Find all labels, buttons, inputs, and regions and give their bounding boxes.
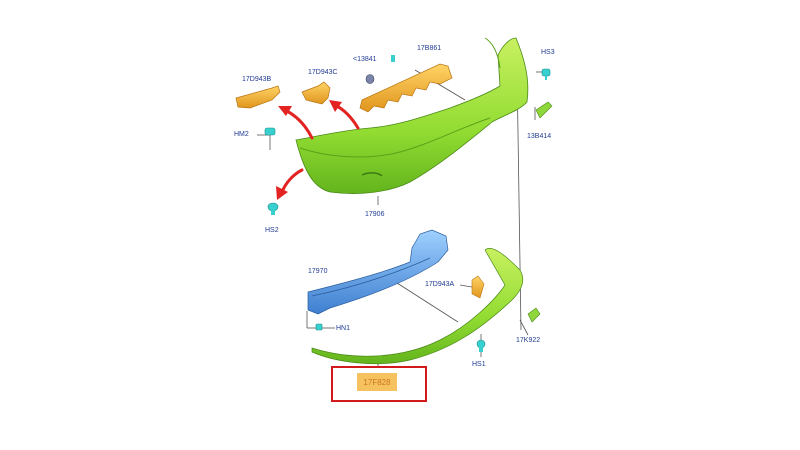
label-HS2: HS2 xyxy=(265,227,279,234)
lower-valance-17F828 xyxy=(311,248,524,365)
rear-bumper-cover xyxy=(295,37,529,194)
label-HS3: HS3 xyxy=(541,49,555,56)
bracket-17D943C xyxy=(301,81,331,105)
clip-HS2 xyxy=(267,202,279,215)
label-17D943B: 17D943B xyxy=(242,76,272,83)
label-17906: 17906 xyxy=(365,211,385,218)
part-17K922 xyxy=(527,307,541,323)
clip-13841 xyxy=(365,74,375,84)
label-HN1: HN1 xyxy=(336,325,351,332)
clip-HS3 xyxy=(541,68,551,80)
label-17B861: 17B861 xyxy=(417,45,442,52)
bracket-17D943A xyxy=(471,275,485,299)
label-HS1: HS1 xyxy=(472,361,486,368)
label-17D943A: 17D943A xyxy=(425,281,455,288)
label-13B414: 13B414 xyxy=(527,133,552,140)
bracket-17D943B xyxy=(235,85,281,109)
clip-HS1 xyxy=(476,339,486,352)
arrow-heads xyxy=(276,100,342,200)
label-17970: 17970 xyxy=(308,268,328,275)
label-13841: <13841 xyxy=(353,56,377,63)
label-17F828: 17F828 xyxy=(357,373,397,391)
label-HM2: HM2 xyxy=(234,131,249,138)
reflector-13B414 xyxy=(535,101,553,119)
bracket-17B861 xyxy=(359,63,453,113)
clip-HN1 xyxy=(315,323,323,331)
highlight-box xyxy=(331,366,427,402)
reinforcement-beam-17970 xyxy=(307,229,449,315)
screw-17B861 xyxy=(391,55,395,62)
label-17K922: 17K922 xyxy=(516,337,541,344)
label-17D943C: 17D943C xyxy=(308,69,338,76)
clip-HM2 xyxy=(264,127,276,136)
